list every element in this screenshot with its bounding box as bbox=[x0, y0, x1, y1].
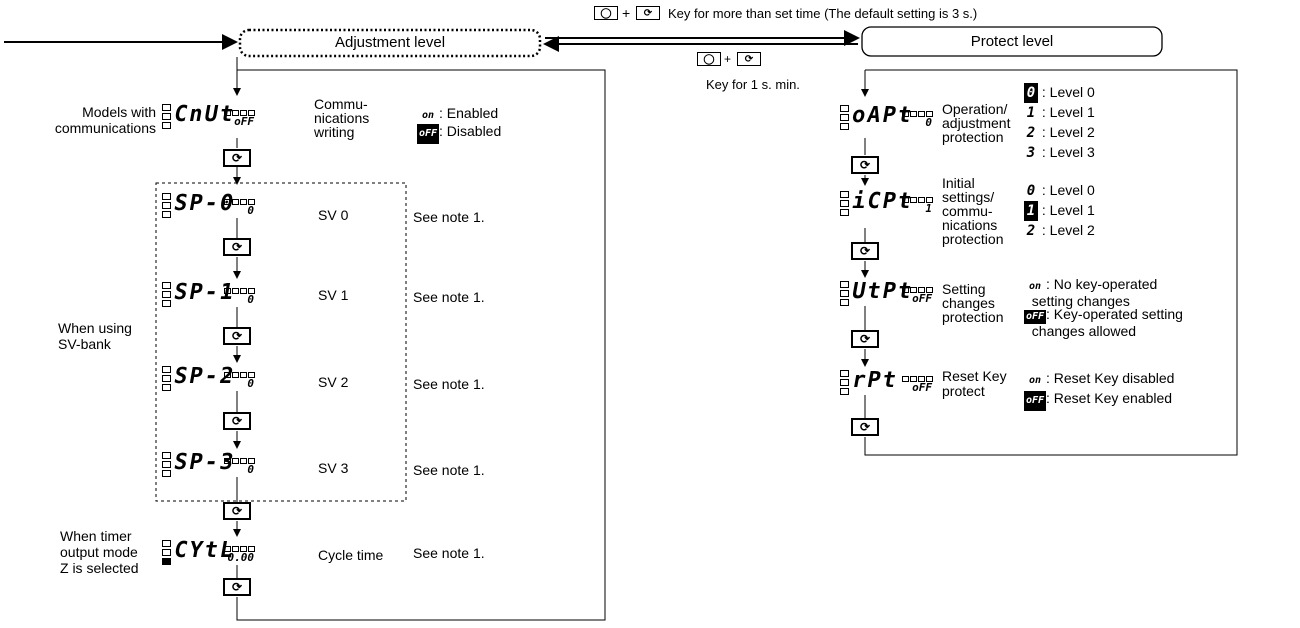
comm-writing-label: Commu- nications writing bbox=[314, 97, 369, 139]
mode-key-icon[interactable]: ⟳ bbox=[851, 330, 879, 348]
timer-output-label: When timer output mode Z is selected bbox=[60, 528, 139, 576]
sv3-note: See note 1. bbox=[413, 462, 485, 478]
mode-key-icon: ⟳ bbox=[737, 52, 761, 66]
sv0-label: SV 0 bbox=[318, 207, 348, 223]
oapt-label: Operation/ adjustment protection bbox=[942, 102, 1010, 144]
sv2-note: See note 1. bbox=[413, 376, 485, 392]
plus-sign: + bbox=[724, 51, 731, 67]
mode-key-icon[interactable]: ⟳ bbox=[223, 149, 251, 167]
level-key-icon: ◯ bbox=[594, 6, 618, 20]
sv1-note: See note 1. bbox=[413, 289, 485, 305]
mode-key-icon[interactable]: ⟳ bbox=[851, 418, 879, 436]
mode-key-icon[interactable]: ⟳ bbox=[223, 238, 251, 256]
cycle-time-label: Cycle time bbox=[318, 547, 383, 563]
protect-level-box: Protect level bbox=[862, 29, 1162, 55]
mode-key-icon[interactable]: ⟳ bbox=[851, 156, 879, 174]
sv3-label: SV 3 bbox=[318, 460, 348, 476]
mode-key-icon[interactable]: ⟳ bbox=[223, 578, 251, 596]
level-key-icon: ◯ bbox=[697, 52, 721, 66]
top-caption: Key for more than set time (The default … bbox=[668, 6, 977, 22]
rpt-label: Reset Key protect bbox=[942, 369, 1007, 399]
sv1-label: SV 1 bbox=[318, 287, 348, 303]
mode-key-icon: ⟳ bbox=[636, 6, 660, 20]
mode-key-icon[interactable]: ⟳ bbox=[223, 502, 251, 520]
mode-key-icon[interactable]: ⟳ bbox=[223, 327, 251, 345]
key-1s-caption: Key for 1 s. min. bbox=[706, 77, 800, 93]
adjustment-level-box: Adjustment level bbox=[240, 30, 540, 56]
sv-bank-label: When using SV-bank bbox=[58, 320, 132, 352]
sv2-label: SV 2 bbox=[318, 374, 348, 390]
wtpt-label: Setting changes protection bbox=[942, 282, 1003, 324]
models-with-communications-label: Models with communications bbox=[6, 104, 156, 136]
mode-key-icon[interactable]: ⟳ bbox=[851, 242, 879, 260]
icpt-label: Initial settings/ commu- nications prote… bbox=[942, 176, 1003, 246]
sv0-note: See note 1. bbox=[413, 209, 485, 225]
cycle-time-note: See note 1. bbox=[413, 545, 485, 561]
plus-sign: + bbox=[622, 5, 630, 21]
mode-key-icon[interactable]: ⟳ bbox=[223, 412, 251, 430]
